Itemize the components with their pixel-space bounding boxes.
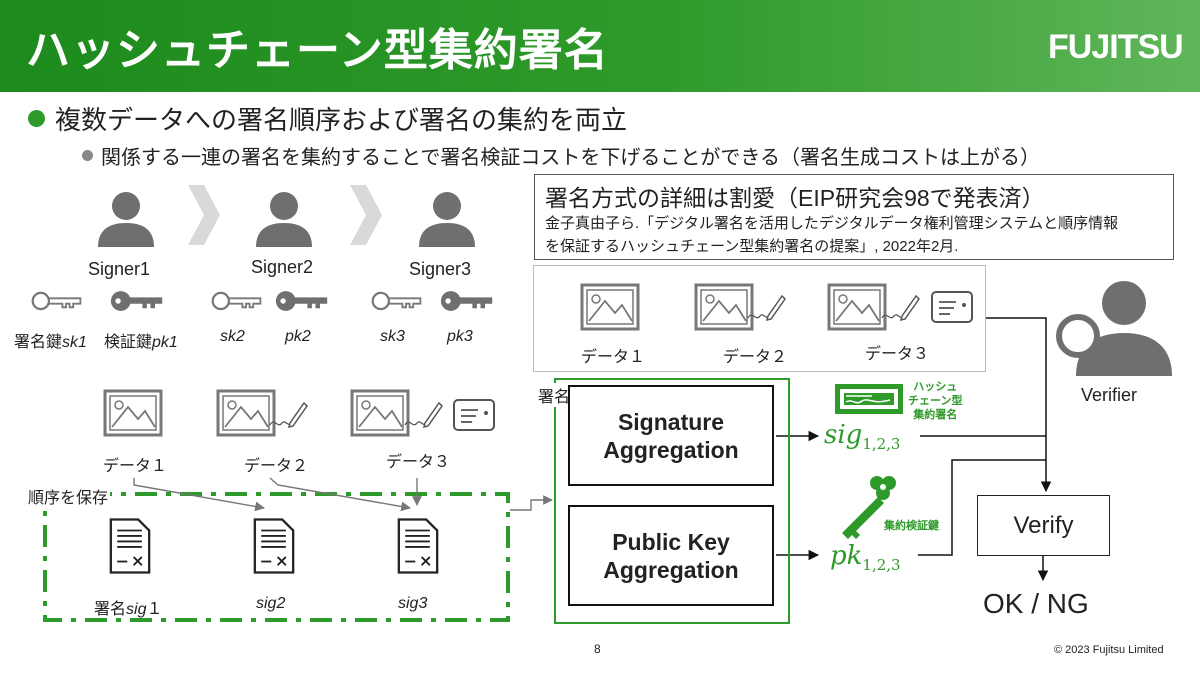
image-icon bbox=[103, 389, 163, 437]
chain-arrow bbox=[133, 478, 265, 512]
data-label-1: データ１ bbox=[103, 458, 168, 475]
signer2-person-icon bbox=[256, 192, 312, 247]
chevron-right-icon bbox=[350, 185, 382, 245]
aggregate-signature-icon bbox=[835, 384, 903, 414]
data-label-3: データ３ bbox=[386, 454, 451, 471]
key-label-pk2: pk2 bbox=[285, 328, 311, 345]
public-key-icon bbox=[275, 291, 328, 311]
page-number: 8 bbox=[594, 642, 601, 656]
secret-key-icon bbox=[371, 291, 422, 311]
signature-label-1: 署名sig１ bbox=[94, 601, 163, 618]
verifier-data-label-1: データ１ bbox=[581, 349, 646, 366]
aggregate-key-symbol: pk1,2,3 bbox=[830, 541, 901, 575]
public-key-icon bbox=[110, 291, 163, 311]
verifier-data-label-3: データ３ bbox=[865, 346, 930, 363]
signer1-person-icon bbox=[98, 192, 154, 247]
main-bullet: 複数データへの署名順序および署名の集約を両立 bbox=[28, 100, 627, 137]
pen-icon bbox=[747, 295, 786, 321]
signer3-label: Signer3 bbox=[409, 259, 472, 279]
signature-document-icon bbox=[109, 518, 151, 574]
aggregate-key-icon bbox=[842, 476, 896, 539]
pen-icon bbox=[404, 402, 443, 428]
verify-box: Verify bbox=[977, 495, 1110, 556]
image-icon bbox=[694, 283, 754, 331]
slide-title: ハッシュチェーン型集約署名 bbox=[26, 26, 609, 75]
signature-document-icon bbox=[397, 518, 439, 574]
bullet-dot-icon bbox=[82, 150, 93, 161]
reference-heading: 署名方式の詳細は割愛（EIP研究会98で発表済） bbox=[545, 185, 1045, 211]
image-icon bbox=[350, 389, 410, 437]
verifier-label: Verifier bbox=[1081, 385, 1138, 405]
aggregate-signature-symbol: sig1,2,3 bbox=[824, 420, 901, 454]
data-label-2: データ２ bbox=[244, 458, 309, 475]
fujitsu-logo: FUJITSU bbox=[1048, 28, 1184, 66]
reference-box: 署名方式の詳細は割愛（EIP研究会98で発表済） 金子真由子ら.「デジタル署名を… bbox=[534, 174, 1174, 260]
aggregate-key-caption: 集約検証鍵 bbox=[884, 520, 939, 532]
reference-line-2: を保証するハッシュチェーン型集約署名の提案」, 2022年2月. bbox=[545, 238, 959, 255]
key-label-pk1: 検証鍵pk1 bbox=[104, 334, 178, 351]
public-key-icon bbox=[440, 291, 493, 311]
reference-line-1: 金子真由子ら.「デジタル署名を活用したデジタルデータ権利管理システムと順序情報 bbox=[545, 215, 1119, 232]
pen-icon bbox=[269, 402, 308, 428]
key-label-pk3: pk3 bbox=[447, 328, 473, 345]
secret-key-icon bbox=[211, 291, 262, 311]
pen-icon bbox=[881, 295, 920, 321]
pk-to-verify-line bbox=[918, 459, 1046, 556]
main-bullet-text: 複数データへの署名順序および署名の集約を両立 bbox=[55, 105, 628, 135]
verifier-data-label-2: データ２ bbox=[723, 349, 788, 366]
certificate-icon bbox=[931, 291, 973, 323]
image-icon bbox=[580, 283, 640, 331]
verify-result: OK / NG bbox=[983, 588, 1089, 619]
key-label-sk3: sk3 bbox=[380, 328, 405, 345]
image-icon bbox=[827, 283, 887, 331]
signer2-label: Signer2 bbox=[251, 257, 314, 277]
certificate-icon bbox=[453, 399, 495, 431]
bullet-dot-icon bbox=[28, 110, 45, 127]
signature-label-3: sig3 bbox=[398, 595, 428, 612]
key-label-sk2: sk2 bbox=[220, 328, 245, 345]
copyright: © 2023 Fujitsu Limited bbox=[1054, 644, 1164, 656]
order-preserve-box bbox=[43, 492, 510, 622]
chevron-right-icon bbox=[188, 185, 220, 245]
verifier-data-box bbox=[533, 265, 986, 372]
chain-arrow bbox=[269, 477, 411, 512]
signature-document-icon bbox=[253, 518, 295, 574]
signature-label-2: sig2 bbox=[256, 595, 286, 612]
aggregate-signature-caption: ハッシュチェーン型集約署名 bbox=[908, 381, 963, 421]
signer1-label: Signer1 bbox=[88, 259, 151, 279]
order-preserve-label: 順序を保存 bbox=[26, 484, 111, 508]
aggregation-input-arrow bbox=[510, 495, 553, 511]
magnifier-icon bbox=[1056, 314, 1112, 372]
aggregation-group-box bbox=[554, 378, 790, 624]
data-to-verify-line bbox=[986, 317, 1052, 493]
key-label-sk1: 署名鍵sk1 bbox=[14, 334, 87, 351]
header-bar bbox=[0, 0, 1200, 92]
secret-key-icon bbox=[31, 291, 82, 311]
image-icon bbox=[216, 389, 276, 437]
sub-bullet-text: 関係する一連の署名を集約することで署名検証コストを下げることができる（署名生成コ… bbox=[101, 147, 1040, 169]
sub-bullet: 関係する一連の署名を集約することで署名検証コストを下げることができる（署名生成コ… bbox=[82, 141, 1040, 170]
signer3-person-icon bbox=[419, 192, 475, 247]
